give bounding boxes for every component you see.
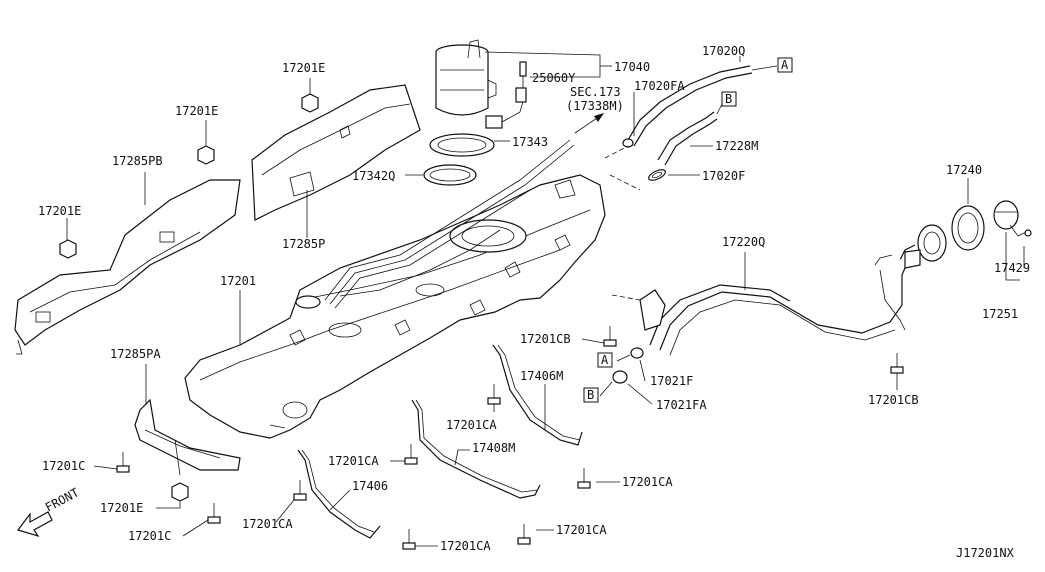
label-25060y: 25060Y: [532, 71, 576, 85]
fuel-tank-17201[interactable]: [184, 139, 606, 439]
dash-line-1: [604, 145, 629, 159]
label-17406: 17406: [352, 479, 388, 493]
label-17343: 17343: [512, 135, 548, 149]
ref-box-b-top: [721, 91, 737, 107]
label-17201cb-a: 17201CB: [520, 332, 571, 346]
label-17406m: 17406M: [520, 369, 563, 383]
label-17201e-c: 17201E: [38, 204, 81, 218]
label-17201e-a: 17201E: [282, 61, 325, 75]
label-17201c-b: 17201C: [128, 529, 171, 543]
label-17201: 17201: [220, 274, 256, 288]
bolt-17201c-a[interactable]: [116, 452, 130, 473]
label-17201e-b: 17201E: [175, 104, 218, 118]
filler-tube-17220q[interactable]: [639, 224, 947, 356]
nut-17201e-a[interactable]: [301, 93, 319, 113]
label-sec173: SEC.173: [570, 85, 621, 99]
bolt-17201ca-a[interactable]: [487, 384, 501, 405]
label-17338m: (17338M): [566, 99, 624, 113]
label-ref-a-mid: A: [601, 353, 609, 367]
label-17342q: 17342Q: [352, 169, 395, 183]
dash-line-3: [611, 294, 641, 301]
bolt-17201c-b[interactable]: [207, 503, 221, 524]
label-17201cb-b: 17201CB: [868, 393, 919, 407]
label-17228m: 17228M: [715, 139, 758, 153]
o-ring-17342q[interactable]: [423, 164, 477, 186]
strap-17408m[interactable]: [411, 399, 541, 499]
ref-box-a-mid: [597, 352, 613, 368]
bolt-17201cb-b[interactable]: [890, 353, 904, 374]
nut-17201e-b[interactable]: [197, 145, 215, 165]
label-17021f: 17021F: [650, 374, 693, 388]
nut-17201e-c[interactable]: [59, 239, 77, 259]
clamp-17021f[interactable]: [630, 347, 644, 359]
label-17285pb: 17285PB: [112, 154, 163, 168]
bolt-17201ca-f[interactable]: [402, 529, 416, 550]
heat-shield-17285pb[interactable]: [14, 179, 241, 355]
label-17201ca-d: 17201CA: [242, 517, 293, 531]
bolt-17201cb-a[interactable]: [603, 326, 617, 347]
label-17020fa: 17020FA: [634, 79, 685, 93]
label-17201ca-e: 17201CA: [556, 523, 607, 537]
clamp-17020f[interactable]: [647, 168, 667, 183]
label-17251: 17251: [982, 307, 1018, 321]
label-ref-a-top: A: [781, 58, 789, 72]
sec173-arrow: [574, 115, 601, 134]
strap-17406m[interactable]: [492, 344, 583, 446]
front-arrow-icon: [17, 511, 53, 538]
leader-lines: [66, 51, 1025, 547]
label-17285pa: 17285PA: [110, 347, 161, 361]
ref-box-a-top: [777, 57, 793, 73]
gasket-17240[interactable]: [951, 205, 985, 251]
gasket-17343[interactable]: [429, 133, 495, 157]
hose-17020q[interactable]: [622, 65, 753, 148]
label-17429: 17429: [994, 261, 1030, 275]
nut-17201e-d[interactable]: [171, 482, 189, 502]
label-17201e-d: 17201E: [100, 501, 143, 515]
label-17020q: 17020Q: [702, 44, 745, 58]
clamp-17021fa[interactable]: [612, 370, 628, 384]
fuel-cap-17251[interactable]: [993, 200, 1032, 237]
sec173-arrow-head: [594, 113, 604, 122]
bolt-17201ca-e[interactable]: [517, 524, 531, 545]
label-17201ca-c: 17201CA: [622, 475, 673, 489]
label-17220q: 17220Q: [722, 235, 765, 249]
label-ref-b-top: B: [725, 92, 732, 106]
part-labels: 17040 25060Y SEC.173 (17338M) 17343 1734…: [38, 44, 1030, 560]
label-diagram-code: J17201NX: [956, 546, 1015, 560]
label-17020f: 17020F: [702, 169, 745, 183]
label-17408m: 17408M: [472, 441, 515, 455]
label-17285p: 17285P: [282, 237, 325, 251]
label-17040: 17040: [614, 60, 650, 74]
fuel-pump-17040[interactable]: [435, 39, 527, 129]
bolt-17201ca-c[interactable]: [577, 468, 591, 489]
bolt-17201ca-d[interactable]: [293, 480, 307, 501]
dash-line-2: [609, 174, 641, 191]
label-front: FRONT: [43, 485, 81, 514]
label-17021fa: 17021FA: [656, 398, 707, 412]
label-17201c-a: 17201C: [42, 459, 85, 473]
bolt-17201ca-b[interactable]: [404, 444, 418, 465]
heat-shield-17285pa[interactable]: [134, 398, 241, 476]
ref-box-b-mid: [583, 387, 599, 403]
heat-shield-17285p[interactable]: [251, 84, 421, 221]
label-ref-b-mid: B: [587, 388, 594, 402]
fasteners: [59, 93, 904, 550]
label-17201ca-b: 17201CA: [328, 454, 379, 468]
label-17201ca-a: 17201CA: [446, 418, 497, 432]
strap-17406[interactable]: [297, 449, 381, 539]
hose-17228m[interactable]: [657, 111, 718, 166]
label-17201ca-f: 17201CA: [440, 539, 491, 553]
label-17240: 17240: [946, 163, 982, 177]
